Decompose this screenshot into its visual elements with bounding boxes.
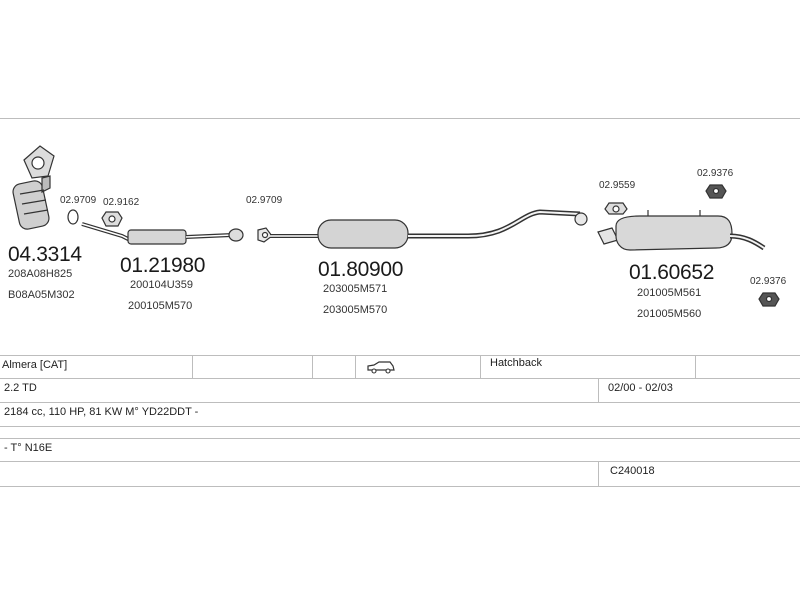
gasket-c-number: 02.9559: [599, 180, 636, 191]
gasket-b-number: 02.9709: [246, 195, 283, 206]
rear-silencer-ref-2: 201005M560: [637, 308, 702, 320]
catalyst-ref-2: B08A05M302: [8, 289, 75, 301]
middle-silencer-ref-1: 203005M571: [323, 283, 388, 295]
catalyst-ref-1: 208A08H825: [8, 268, 73, 280]
rear-silencer-ref-1: 201005M561: [637, 287, 702, 299]
rear-silencer-drawing: [597, 210, 766, 251]
gasket-b-drawing: [257, 227, 273, 243]
vehicle-body-type: Hatchback: [490, 357, 542, 369]
catalyst-part-number: 04.3314: [8, 243, 82, 266]
clamp-a-drawing: [101, 211, 123, 227]
mount-a-drawing: [705, 184, 727, 199]
exhaust-diagram: [12, 145, 780, 307]
middle-silencer-drawing: [270, 209, 588, 249]
top-rule: [0, 118, 800, 119]
front-pipe-part-number: 01.21980: [120, 254, 206, 277]
vehicle-ref: C240018: [610, 465, 655, 477]
gasket-a-number: 02.9709: [60, 195, 97, 206]
gasket-a-drawing: [67, 209, 79, 225]
clamp-a-number: 02.9162: [103, 197, 140, 208]
gasket-c-drawing: [604, 202, 628, 215]
vehicle-model: Almera [CAT]: [2, 359, 68, 371]
rear-silencer-part-number: 01.60652: [629, 261, 715, 284]
mount-b-drawing: [758, 292, 780, 307]
mount-a-number: 02.9376: [697, 168, 734, 179]
middle-silencer-ref-2: 203005M570: [323, 304, 388, 316]
catalyst-drawing: [12, 145, 55, 230]
vehicle-engine: 2.2 TD: [4, 382, 37, 394]
vehicle-code: - T° N16E: [4, 442, 53, 454]
vehicle-spec: 2184 cc, 110 HP, 81 KW M° YD22DDT -: [4, 406, 199, 418]
front-pipe-drawing: [81, 222, 244, 245]
middle-silencer-part-number: 01.80900: [318, 258, 404, 281]
mount-b-number: 02.9376: [750, 276, 787, 287]
front-pipe-ref-2: 200105M570: [128, 300, 193, 312]
car-hatchback-icon: [367, 361, 395, 374]
vehicle-years: 02/00 - 02/03: [608, 382, 673, 394]
front-pipe-ref-1: 200104U359: [130, 279, 194, 291]
